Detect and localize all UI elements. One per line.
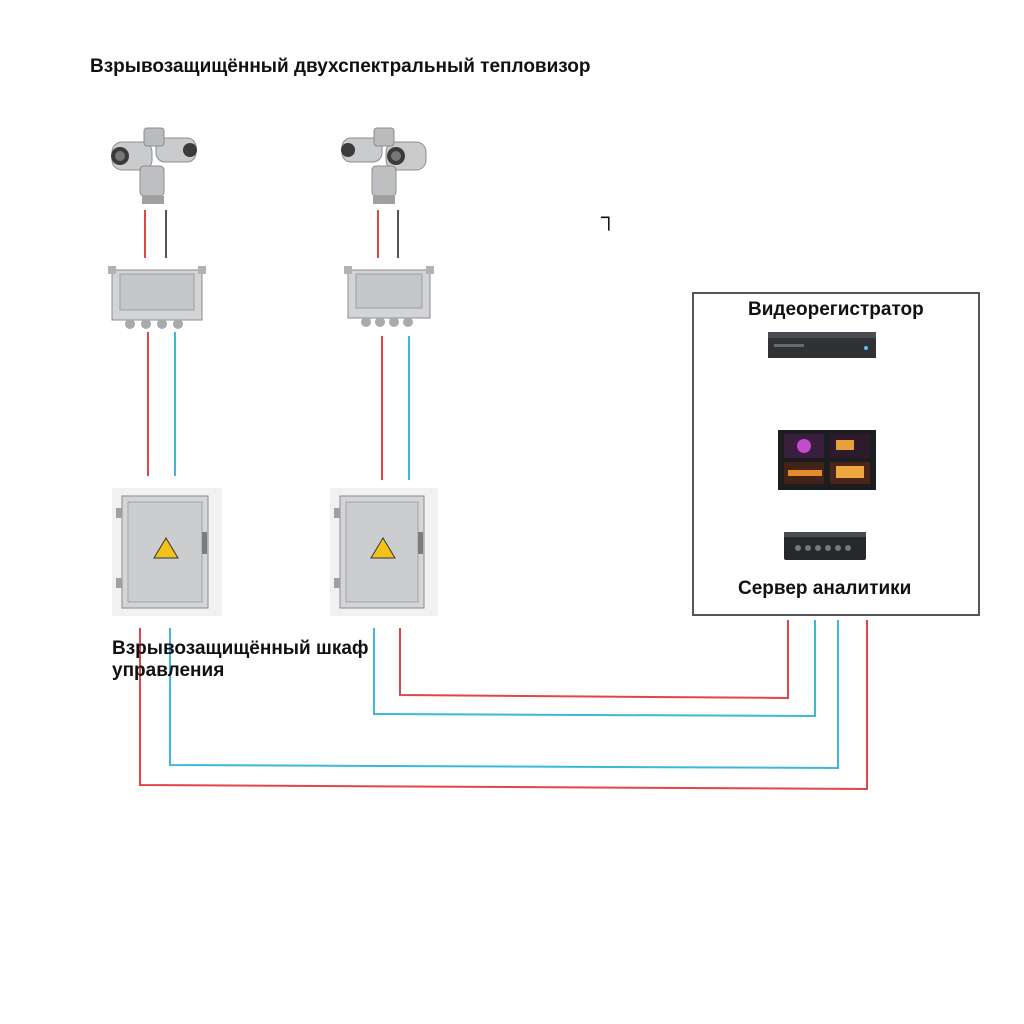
cabinet-icon	[330, 488, 438, 616]
server-label: Сервер аналитики	[738, 578, 912, 599]
right-cab-blue-line	[373, 620, 816, 718]
junction-box-icon	[108, 266, 206, 329]
left-cab-blue-line	[169, 620, 839, 770]
thermal-camera-left	[111, 127, 197, 204]
junction-box-icon	[344, 266, 434, 327]
right-cab-red-line	[399, 620, 789, 700]
camera-title: Взрывозащищённый двухспектральный теплов…	[90, 56, 591, 77]
thermal-camera-right	[341, 127, 427, 204]
nvr-device	[768, 332, 876, 358]
server-device	[784, 532, 866, 560]
control-room-frame	[692, 292, 980, 616]
corner-mark: ┐	[601, 204, 617, 229]
monitor-icon	[778, 430, 876, 490]
control-cabinet-left	[112, 488, 222, 616]
cabinet-title: Взрывозащищённый шкаф управления	[112, 638, 369, 681]
server-icon	[784, 532, 866, 560]
nvr-label: Видеорегистратор	[748, 299, 924, 320]
camera-icon	[111, 127, 197, 204]
control-cabinet-right	[330, 488, 438, 616]
left-cab-red-line	[139, 620, 868, 791]
nvr-icon	[768, 332, 876, 358]
junction-box-right	[344, 266, 434, 327]
monitor-device	[778, 430, 876, 490]
junction-box-left	[108, 266, 206, 329]
cabinet-icon	[112, 488, 222, 616]
camera-icon	[341, 127, 427, 204]
